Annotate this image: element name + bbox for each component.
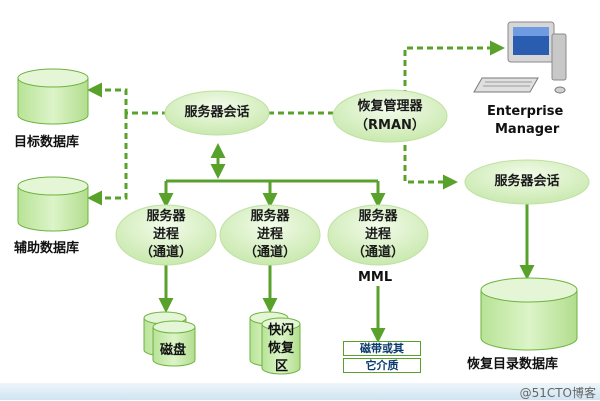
tape-media-line1: 磁带或其 [343, 341, 421, 356]
enterprise-manager-line1: Enterprise [487, 104, 564, 119]
channel-1-line3: （通道） [139, 245, 192, 260]
channel-2-line2: 进程 [256, 227, 283, 242]
server-session-label-right: 服务器会话 [494, 174, 560, 189]
rman-label-line1: 恢复管理器 [357, 99, 423, 114]
channel-2-line3: （通道） [243, 245, 296, 260]
channel-3-line3: （通道） [351, 245, 404, 260]
catalog-db-label: 恢复目录数据库 [467, 357, 559, 372]
target-db-label: 目标数据库 [14, 135, 80, 150]
channel-ellipse-2 [219, 204, 321, 266]
flash-area-line1: 快闪 [268, 323, 295, 338]
dashed-arrow-to-aux-db [87, 113, 128, 206]
enterprise-manager-line2: Manager [495, 122, 560, 137]
aux-db-label: 辅助数据库 [14, 241, 80, 256]
channel-1-line1: 服务器 [146, 209, 186, 224]
channel-1-line2: 进程 [152, 227, 179, 242]
computer-icon [473, 21, 567, 94]
dashed-arrow-to-enterprise-manager [403, 40, 505, 96]
flash-area-line3: 区 [275, 359, 289, 374]
flash-area-cylinders [249, 311, 301, 375]
channel-3-line2: 进程 [364, 227, 391, 242]
channel-ellipse-3 [327, 204, 429, 266]
channel-ellipse-1 [115, 204, 217, 266]
channel-3-line1: 服务器 [358, 209, 398, 224]
tape-media-line2: 它介质 [343, 358, 421, 373]
rman-ellipse [332, 89, 448, 143]
dashed-arrow-to-target-db [87, 82, 168, 115]
disk-label: 磁盘 [160, 343, 187, 358]
flash-area-line2: 恢复 [268, 341, 295, 356]
catalog-db-cylinder [480, 277, 578, 351]
mml-label: MML [358, 270, 393, 285]
bottom-band [0, 383, 600, 400]
dashed-arrow-to-session-right [403, 135, 458, 190]
server-session-ellipse-right [464, 159, 590, 205]
target-db-cylinder [17, 68, 89, 125]
rman-label-line2: （RMAN） [355, 118, 425, 133]
connector-lines [87, 40, 535, 343]
disk-cylinders [143, 311, 196, 367]
server-session-label-top: 服务器会话 [184, 105, 250, 120]
watermark: @51CTO博客 [519, 386, 596, 400]
channel-2-line1: 服务器 [250, 209, 290, 224]
server-session-ellipse-top [164, 90, 270, 136]
aux-db-cylinder [17, 176, 89, 232]
